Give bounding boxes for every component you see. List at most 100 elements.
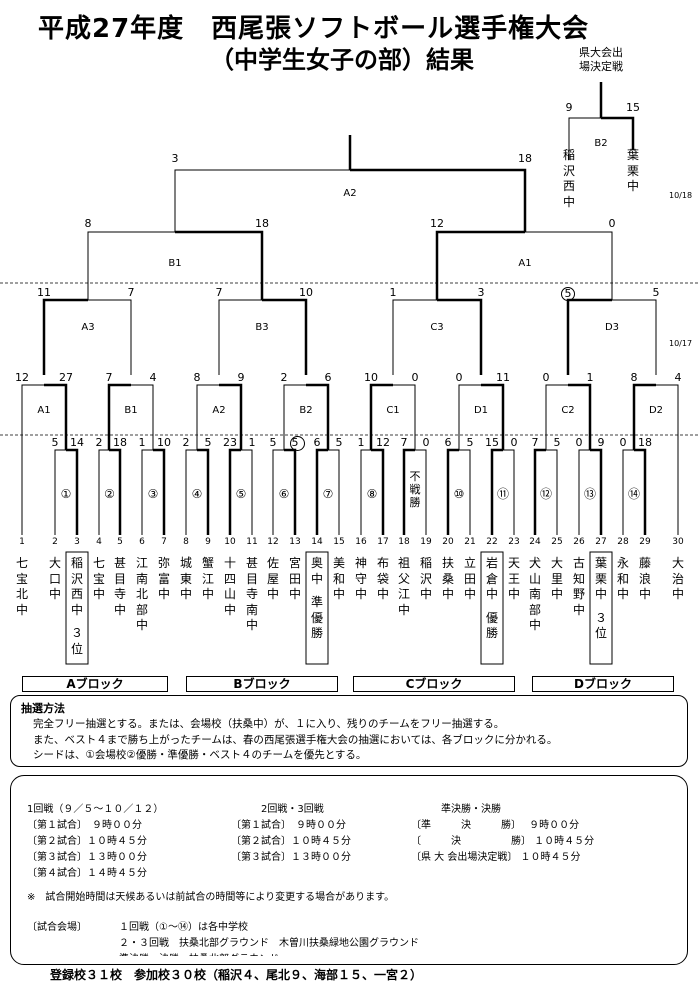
circle-mark	[290, 436, 305, 451]
schedule-head: 1回戦（９／５～１０／１２）	[27, 804, 164, 815]
lottery-heading: 抽選方法	[21, 702, 65, 715]
schedule-head: 準決勝・決勝	[441, 804, 501, 815]
match-number: ⑭	[628, 487, 641, 501]
score: 10	[299, 286, 313, 299]
team-number: 7	[161, 537, 167, 547]
team-number: 14	[311, 537, 323, 547]
schedule-head: 2回戦・3回戦	[261, 804, 324, 815]
score: 7	[105, 371, 113, 384]
team-result: 準優勝	[310, 595, 323, 640]
team-name: 甚目寺中	[113, 556, 126, 617]
team-name: 稲沢中	[419, 556, 432, 601]
team-name: 宮田中	[288, 556, 301, 601]
score: 3	[477, 286, 485, 299]
score: 2	[182, 436, 190, 449]
team-name: 扶桑中	[441, 556, 454, 601]
score: 2	[95, 436, 103, 449]
score: 7	[400, 436, 408, 449]
score: 14	[70, 436, 84, 449]
score: 6	[313, 436, 321, 449]
team-name: 蟹江中	[201, 556, 214, 601]
score: 0	[608, 217, 616, 230]
team-number: 24	[529, 537, 541, 547]
team-name: 大治中	[671, 556, 684, 601]
score: 7	[127, 286, 135, 299]
team-number: 18	[398, 537, 410, 547]
match-number: ⑩	[453, 487, 465, 501]
score: 9	[565, 101, 573, 114]
score: 2	[280, 371, 288, 384]
match-label: C3	[430, 322, 444, 333]
score: 9	[597, 436, 605, 449]
score: 0	[542, 371, 550, 384]
bracket-lines	[0, 82, 700, 665]
team-number: 12	[267, 537, 279, 547]
lottery-line: シードは、①会場校②優勝・準優勝・ベスト４のチームを優先とする。	[33, 749, 367, 761]
team-name: 永和中	[616, 556, 629, 601]
match-number: ⑪	[497, 487, 510, 501]
match-number: ⑫	[540, 487, 553, 501]
match-label: B1	[168, 258, 182, 269]
team-name: 岩倉中	[485, 556, 498, 601]
match-label: A1	[518, 258, 532, 269]
score: 0	[575, 436, 583, 449]
block-label: Cブロック	[353, 676, 515, 692]
match-label: C2	[561, 405, 575, 416]
footer: 登録校３１校 参加校３０校（稲沢４、尾北９、海部１５、一宮２）	[50, 968, 423, 982]
score: 15	[485, 436, 499, 449]
match-number: ①	[60, 487, 72, 501]
score: 11	[496, 371, 510, 384]
block-label: Aブロック	[22, 676, 168, 692]
team-number: 10	[224, 537, 236, 547]
score: 9	[237, 371, 245, 384]
score: 1	[248, 436, 256, 449]
block-label: Bブロック	[186, 676, 338, 692]
schedule-box: 1回戦（９／５～１０／１２） 〔第１試合〕 ９時００分 〔第２試合〕１０時４５分…	[10, 775, 688, 965]
team-name: 神守中	[354, 556, 367, 601]
score: 5	[269, 436, 277, 449]
date-label: 10/17	[669, 339, 693, 348]
lottery-line: また、ベスト４まで勝ち上がったチームは、春の西尾張選手権大会の抽選においては、各…	[33, 734, 558, 746]
score: 7	[215, 286, 223, 299]
score: 0	[510, 436, 518, 449]
schedule-line: 〔第３試合〕１３時００分	[231, 852, 351, 863]
ketei-label: 県大会出場決定戦	[579, 46, 623, 73]
team-name: 立田中	[463, 556, 476, 601]
schedule-line: 〔 決 勝〕 １０時４５分	[411, 836, 595, 847]
score: 5	[553, 436, 561, 449]
team-name: 甚目寺南中	[245, 556, 258, 632]
score: 27	[59, 371, 73, 384]
score: 10	[364, 371, 378, 384]
team-name: 祖父江中	[397, 556, 410, 617]
score: 8	[630, 371, 638, 384]
score: 1	[586, 371, 594, 384]
score: 18	[255, 217, 269, 230]
team-number: 26	[573, 537, 585, 547]
team-number: 27	[595, 537, 607, 547]
match-number: ⑦	[322, 487, 334, 501]
match-number: ③	[147, 487, 159, 501]
team-number: 22	[486, 537, 498, 547]
date-label: 10/18	[669, 191, 693, 200]
match-number: ⑥	[278, 487, 290, 501]
team-number: 21	[464, 537, 476, 547]
team-number: 13	[289, 537, 301, 547]
score: 15	[626, 101, 640, 114]
team-name: 城東中	[179, 556, 192, 601]
team-name: 弥富中	[157, 556, 170, 601]
team-number: 28	[617, 537, 629, 547]
team-name: 十四山中	[223, 556, 236, 617]
schedule-line: 〔第１試合〕 ９時００分	[27, 820, 142, 831]
score: 1	[389, 286, 397, 299]
match-label: A2	[212, 405, 226, 416]
schedule-line: 〔第４試合〕１４時４５分	[27, 868, 147, 879]
team-name: 奥中	[310, 556, 323, 586]
team-name: 稲沢西中	[70, 556, 83, 617]
match-number: ⑧	[366, 487, 378, 501]
team-name: 藤浪中	[638, 556, 651, 601]
team-number: 9	[205, 537, 211, 547]
schedule-line: 〔第２試合〕１０時４５分	[231, 836, 351, 847]
team-number: 6	[139, 537, 145, 547]
team-result: ３位	[594, 610, 607, 641]
score-circled: 5	[561, 287, 575, 301]
